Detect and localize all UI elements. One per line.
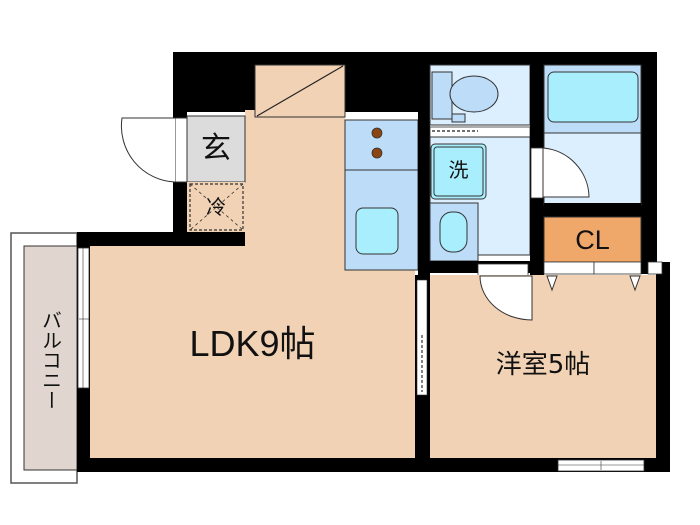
washer-space-label: 洗 [448,158,469,182]
wall [77,232,245,246]
closet-label: CL [575,225,610,255]
balcony-label: バルコニー [38,310,63,410]
toilet-tank [431,71,453,120]
wall [418,110,430,275]
closet-door-right[interactable] [593,261,642,275]
toilet-door[interactable] [429,126,531,138]
front-door-frame [174,117,188,183]
wall [173,182,187,234]
bathroom-door-swing[interactable] [542,147,590,198]
balcony-window[interactable] [77,247,90,389]
toilet-icon [449,75,499,113]
balcony-floor [23,245,78,471]
wall [173,52,187,120]
stove-counter [344,119,419,171]
washbasin-icon [439,211,468,253]
bathtub-icon [547,71,639,123]
ldk-floor [90,110,415,458]
western-room-label: 洋室5帖 [495,350,591,380]
ldk-label: LDK9帖 [189,323,316,364]
stove-burner-icon [371,147,383,159]
entrance-label: 玄 [201,131,231,166]
fridge-space-outline [189,183,244,231]
bottom-wall [77,458,670,472]
kitchen-sink-icon [355,207,399,255]
front-door-swing[interactable] [120,117,176,183]
wall [641,52,657,274]
washer-space [430,143,487,200]
western-room-floor [430,275,656,458]
closet-door-left[interactable] [543,261,595,275]
closet-floor [543,216,642,263]
wall [656,262,670,472]
fridge-space-label: 冷 [206,195,226,219]
western-room-door-swing[interactable] [479,275,533,321]
stove-burner-icon [371,127,383,139]
